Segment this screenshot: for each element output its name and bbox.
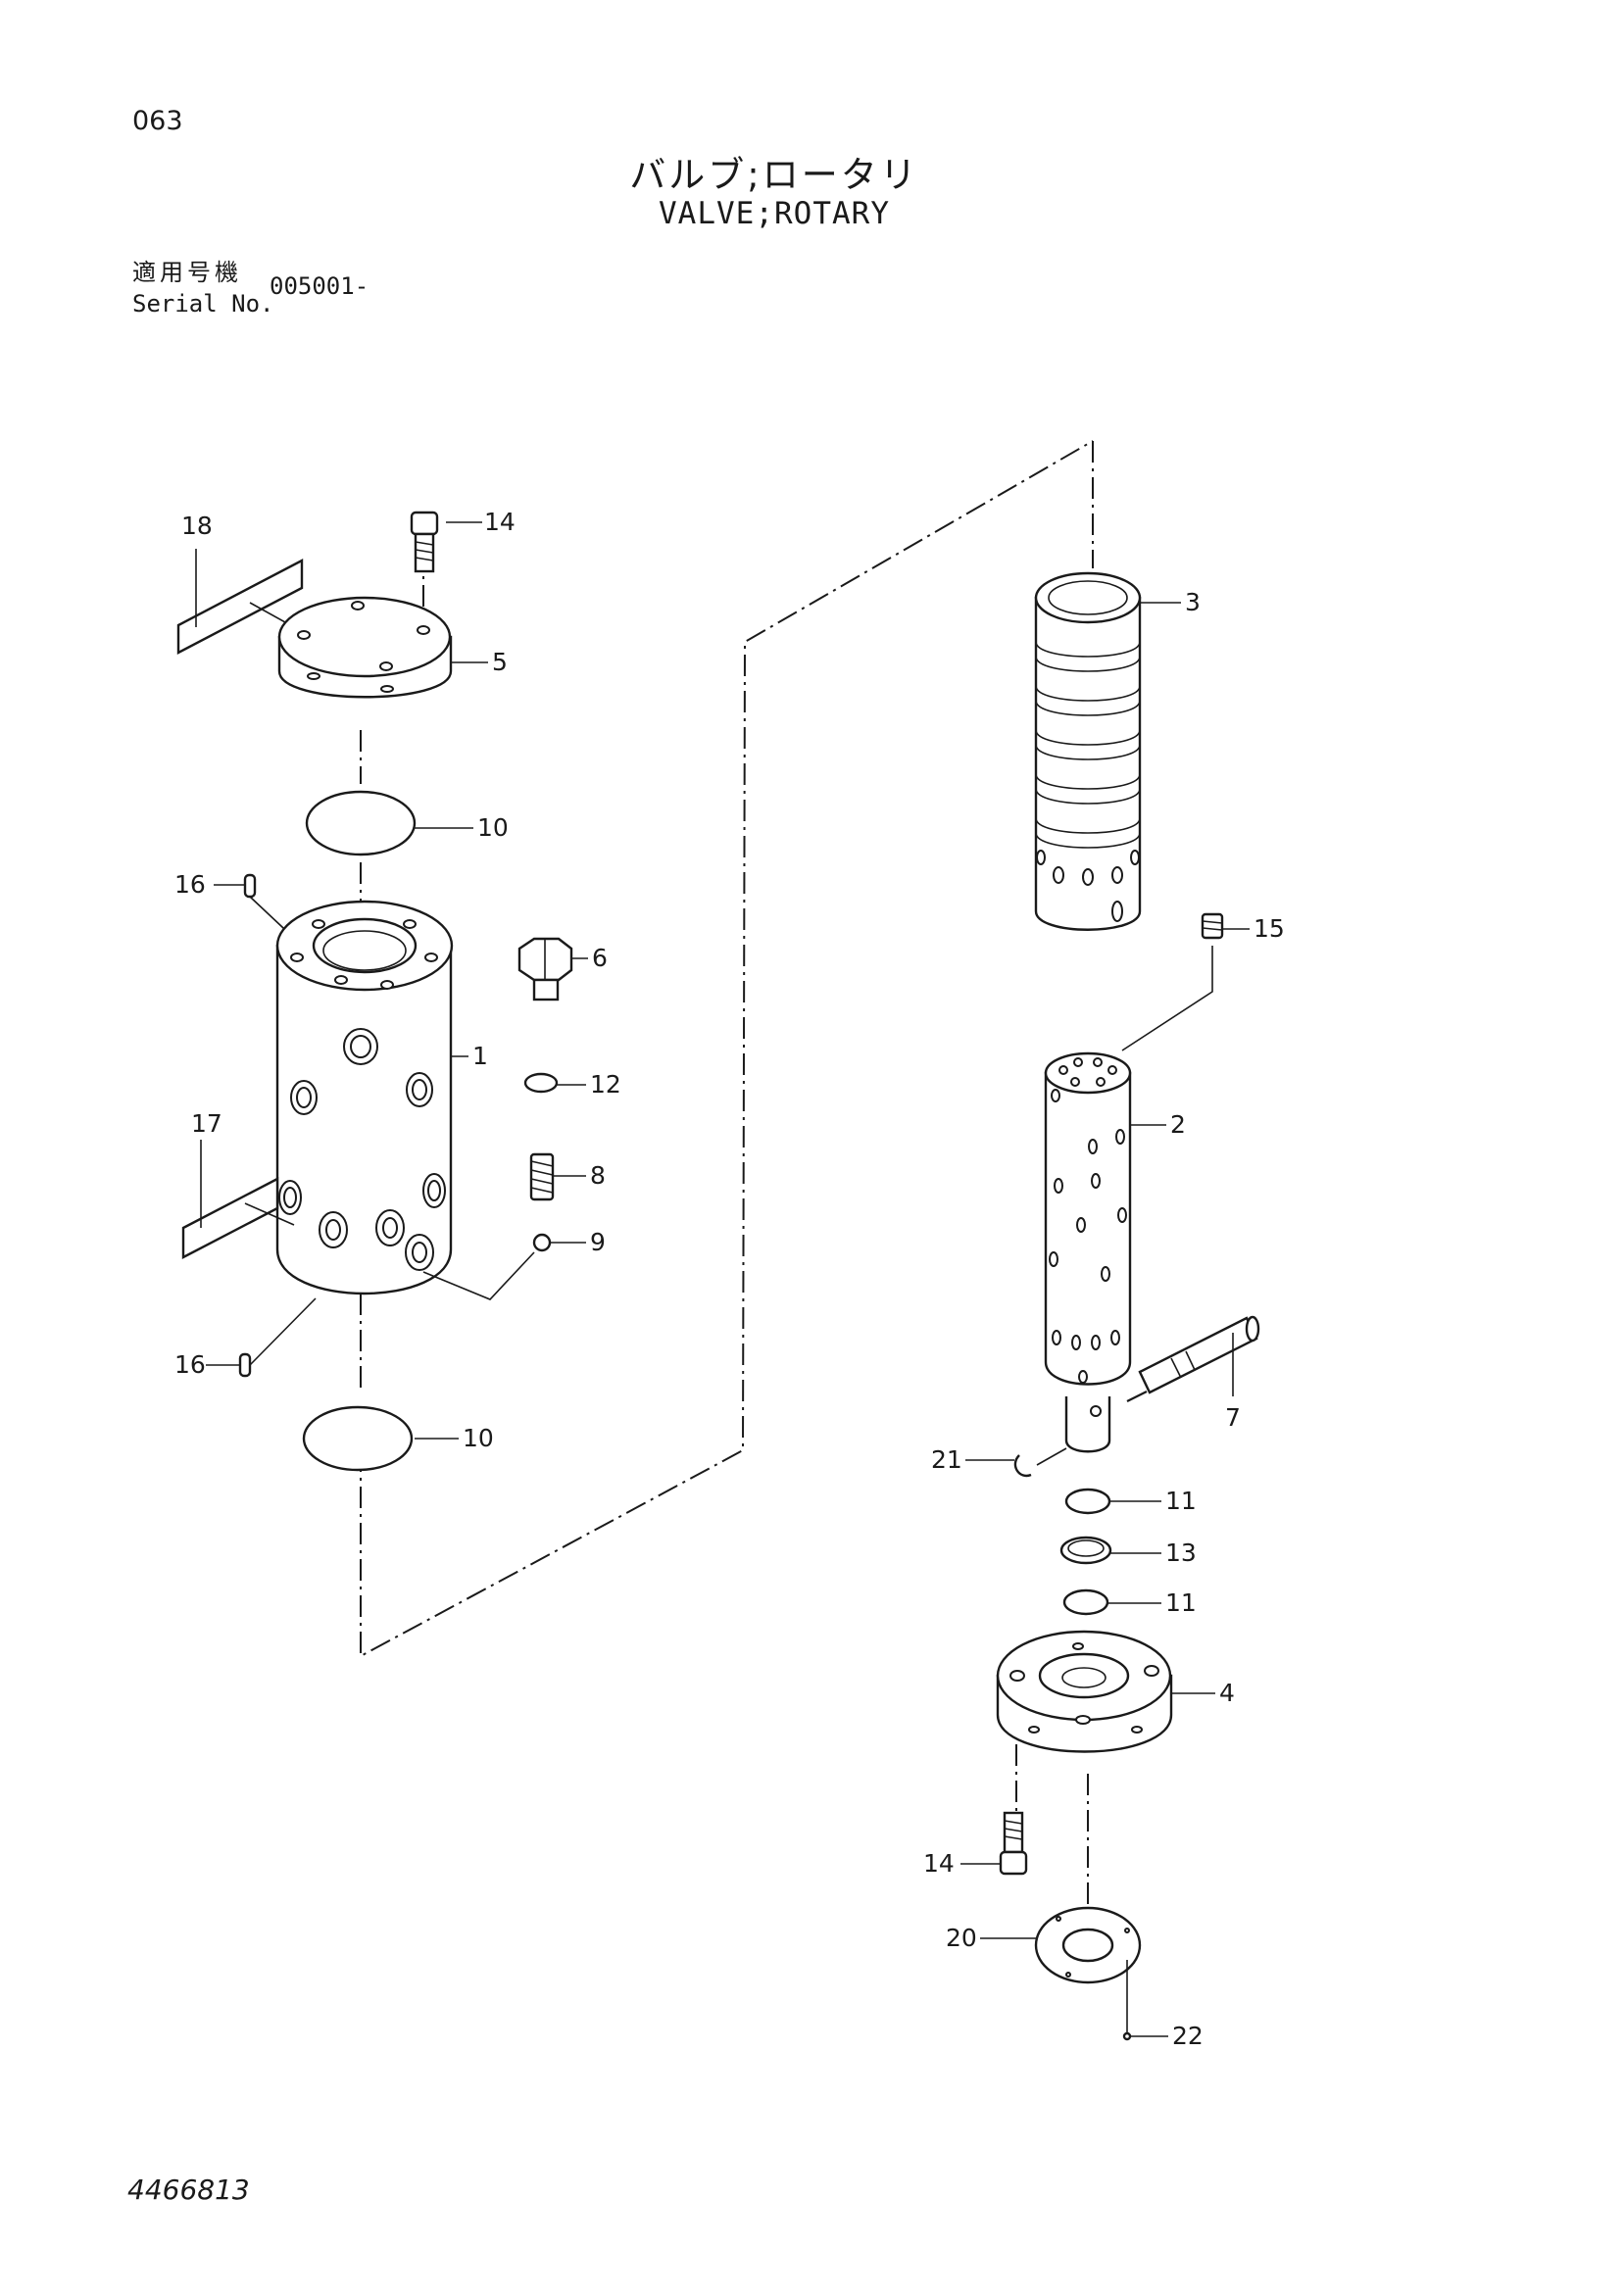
rod-7 bbox=[1126, 1315, 1260, 1402]
callout-10-upper: 10 bbox=[477, 813, 509, 842]
callout-14-lower: 14 bbox=[923, 1849, 955, 1878]
spring-8 bbox=[529, 1152, 555, 1201]
callout-8: 8 bbox=[590, 1161, 606, 1190]
callout-2: 2 bbox=[1170, 1110, 1186, 1139]
sleeve-3 bbox=[1034, 571, 1142, 931]
callout-6: 6 bbox=[592, 944, 608, 972]
o-ring-10-lower bbox=[302, 1405, 414, 1472]
lower-cover-4 bbox=[996, 1630, 1173, 1753]
o-ring-12 bbox=[523, 1072, 559, 1094]
callout-numbers: 18 14 5 10 16 6 1 12 17 8 9 16 10 3 15 2… bbox=[174, 508, 1285, 2050]
serial-number-value: 005001- bbox=[270, 272, 369, 300]
callout-14-upper: 14 bbox=[484, 508, 516, 536]
title-english: VALVE;ROTARY bbox=[659, 196, 890, 231]
callout-16-lower: 16 bbox=[174, 1350, 206, 1379]
backup-ring-13 bbox=[1059, 1536, 1112, 1565]
o-ring-11-upper bbox=[1064, 1488, 1111, 1515]
callout-7: 7 bbox=[1225, 1403, 1241, 1432]
callout-22: 22 bbox=[1172, 2022, 1204, 2050]
callout-9: 9 bbox=[590, 1228, 606, 1256]
pin-16-lower bbox=[238, 1297, 317, 1378]
callout-16-upper: 16 bbox=[174, 870, 206, 899]
callout-3: 3 bbox=[1185, 588, 1201, 616]
valve-body-1 bbox=[275, 900, 454, 1295]
plug-15 bbox=[1121, 912, 1224, 1051]
leader-lines bbox=[195, 521, 1250, 2037]
callout-20: 20 bbox=[946, 1924, 977, 1952]
plug-6 bbox=[517, 937, 573, 1001]
callout-5: 5 bbox=[492, 648, 508, 676]
cap-screw-14-upper bbox=[410, 511, 439, 573]
ball-9-leader bbox=[422, 1251, 535, 1300]
callout-11-upper: 11 bbox=[1165, 1487, 1197, 1515]
callout-18: 18 bbox=[181, 512, 213, 540]
spool-2 bbox=[1044, 1051, 1132, 1453]
serial-label-japanese: 適用号機 bbox=[132, 259, 242, 286]
callout-4: 4 bbox=[1219, 1679, 1235, 1707]
callout-13: 13 bbox=[1165, 1539, 1197, 1567]
callout-1: 1 bbox=[472, 1042, 488, 1070]
callout-10-lower: 10 bbox=[463, 1424, 494, 1452]
o-ring-11-lower bbox=[1062, 1588, 1109, 1616]
label-plate-17 bbox=[181, 1177, 295, 1259]
o-ring-10-upper bbox=[305, 790, 417, 856]
title-japanese: バルブ;ロータリ bbox=[629, 154, 919, 196]
callout-12: 12 bbox=[590, 1070, 621, 1099]
callout-21: 21 bbox=[931, 1445, 962, 1474]
ball-9 bbox=[532, 1233, 552, 1252]
cover-5 bbox=[277, 596, 453, 699]
page-number: 063 bbox=[132, 106, 183, 136]
serial-label-english: Serial No. bbox=[132, 290, 274, 318]
callout-11-lower: 11 bbox=[1165, 1588, 1197, 1617]
pin-16-upper bbox=[243, 873, 317, 959]
cap-screw-14-lower bbox=[999, 1811, 1028, 1876]
callout-17: 17 bbox=[191, 1109, 222, 1138]
plate-20 bbox=[1034, 1906, 1142, 1984]
document-number: 4466813 bbox=[127, 2174, 250, 2206]
snap-ring-21 bbox=[1013, 1447, 1067, 1478]
callout-15: 15 bbox=[1254, 914, 1285, 943]
